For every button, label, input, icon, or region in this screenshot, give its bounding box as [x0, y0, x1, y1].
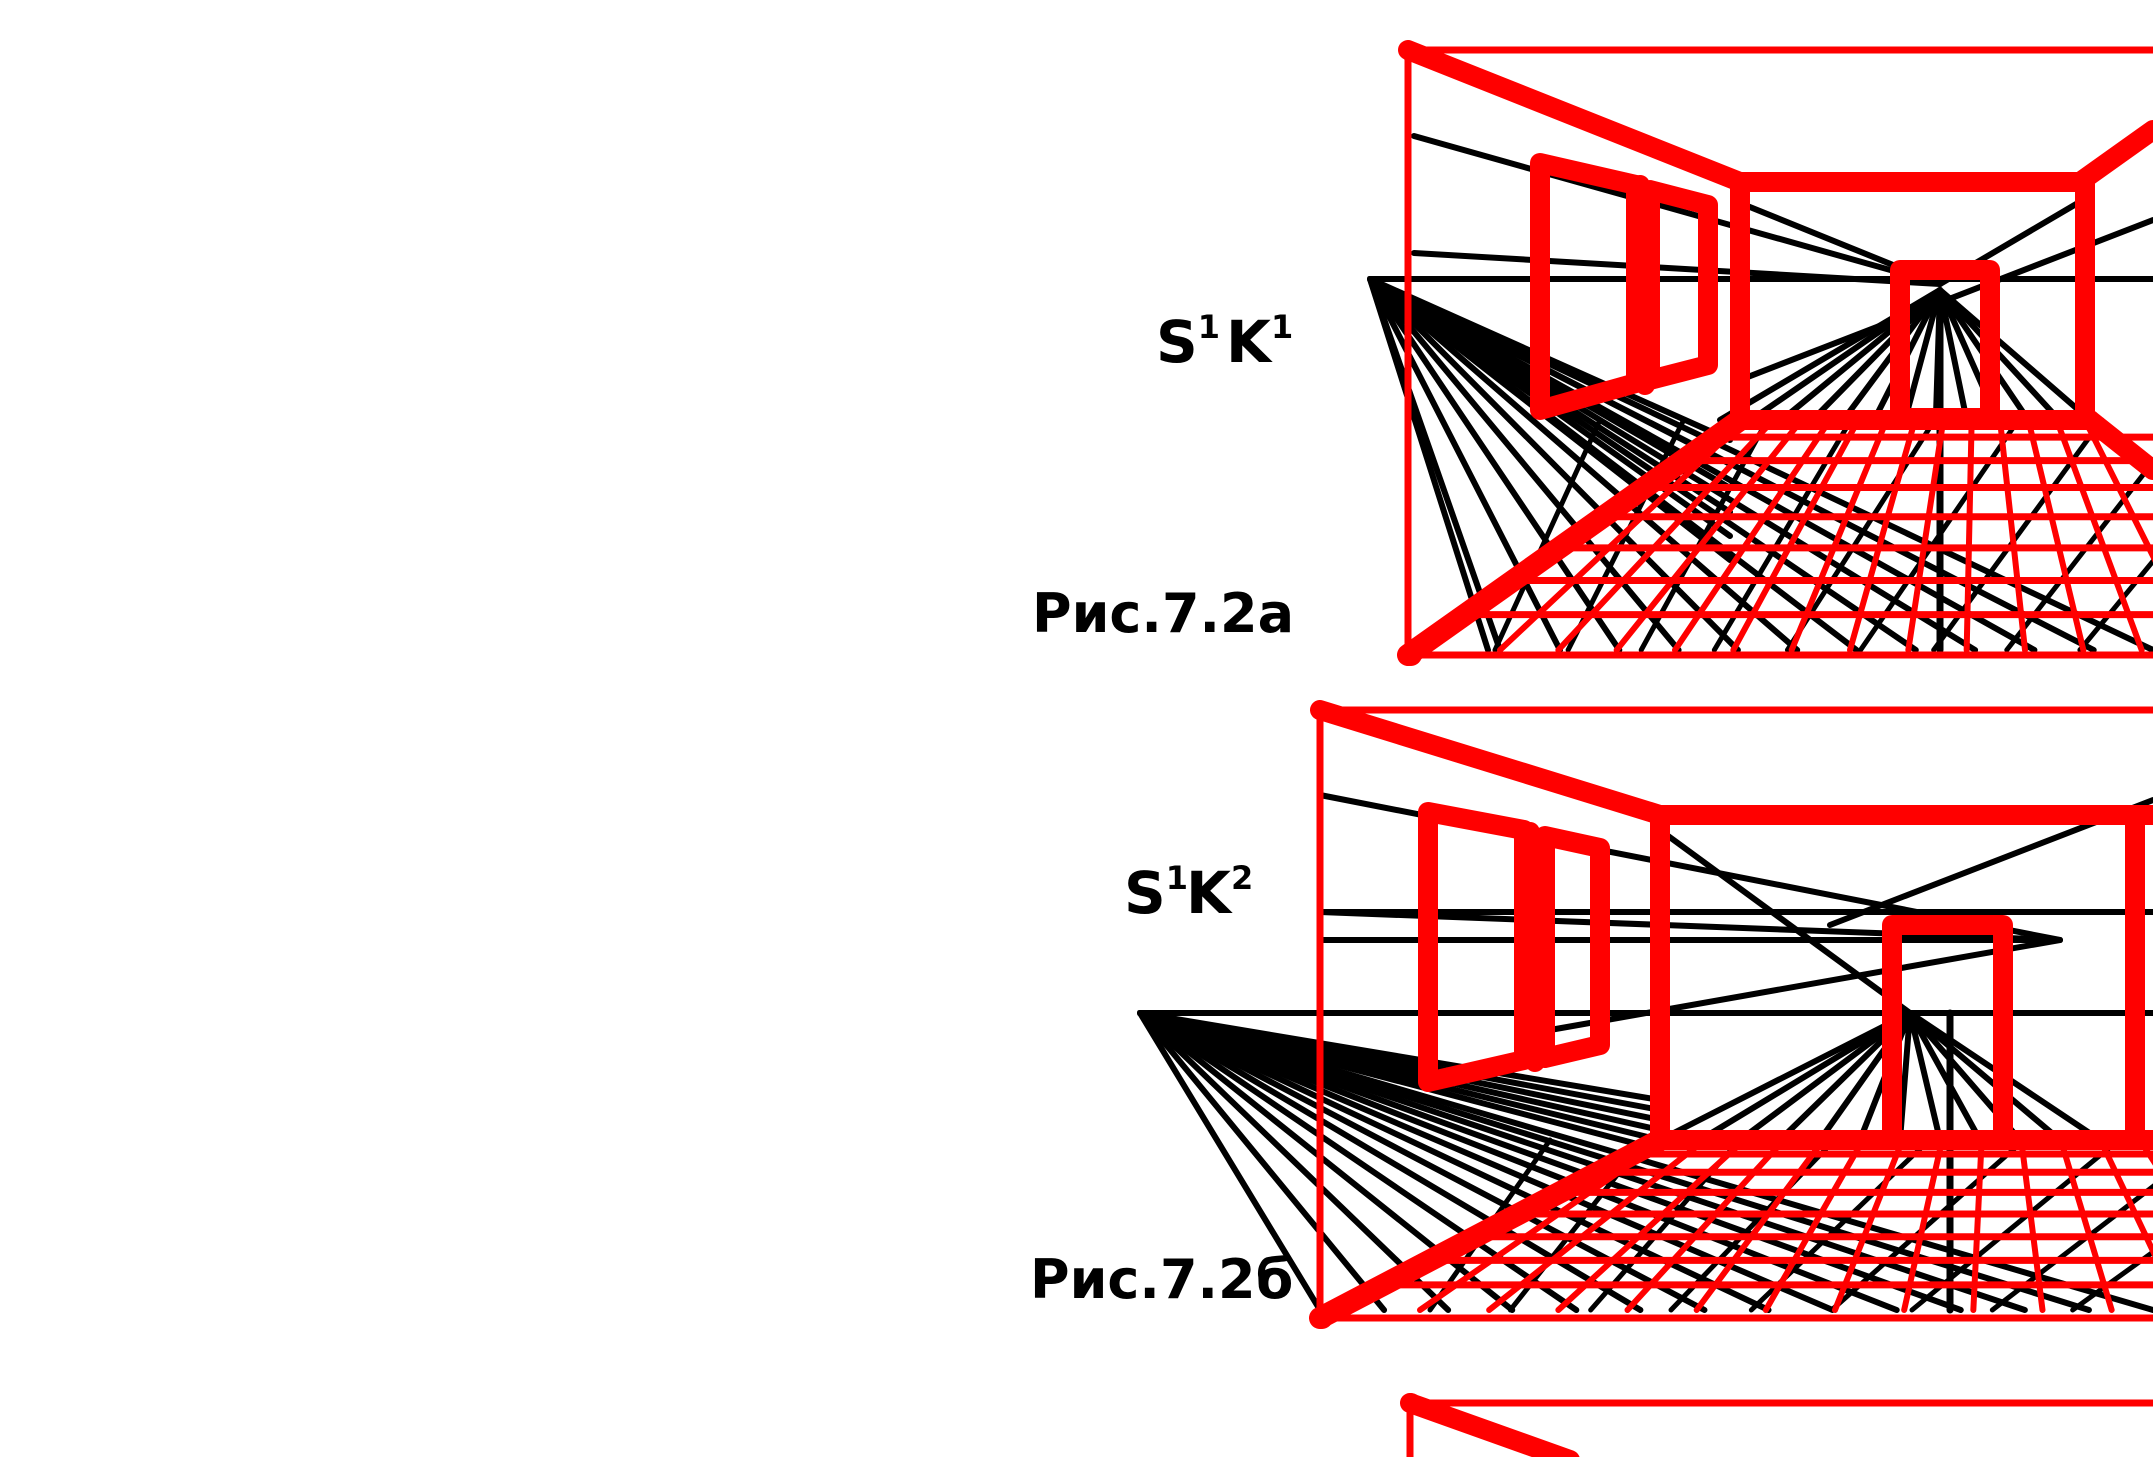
vanishing-ray [1937, 287, 2093, 423]
wall-line [1547, 937, 2063, 1033]
door-frame [1882, 915, 2013, 1150]
figure-caption: Рис.7.2а [1032, 582, 1294, 645]
floor-grid-col [1486, 1137, 1708, 1313]
wall-line [1317, 909, 2063, 943]
vanishing-ray [1778, 287, 1943, 423]
door-frame [1890, 260, 2000, 428]
floor-grid-col [1997, 417, 2028, 653]
floor-grid-col [2082, 417, 2153, 563]
construction-line [1137, 1010, 1452, 1313]
floor-grid-col [1624, 1137, 1787, 1313]
construction-line [1367, 276, 1801, 653]
corner-dot [1400, 644, 1422, 666]
window-frame [1535, 826, 1610, 1068]
floor-grid-col [1832, 1137, 1906, 1313]
construction-line [1367, 276, 1503, 653]
floor-grid-col [2053, 417, 2145, 653]
construction-line [1367, 276, 1682, 653]
floor-grid-col [1963, 417, 1975, 653]
construction-line [1137, 1010, 1388, 1313]
construction-line [1367, 276, 1563, 653]
notation-k: K2 [1186, 859, 1253, 927]
vanishing-ray [1907, 1010, 1983, 1143]
floor-grid-col [1613, 417, 1805, 653]
construction-line [1137, 1010, 1663, 1103]
vanishing-ray [1657, 1010, 1913, 1143]
ceiling-edge [1400, 1393, 1580, 1462]
floor-grid-col [1901, 1137, 1946, 1313]
floor-grid-col [2025, 417, 2087, 653]
vanishing-ray [1902, 287, 1943, 423]
wall-line [1411, 250, 1943, 287]
wall-line [1657, 827, 1913, 1016]
floor-grid-col [1693, 1137, 1827, 1313]
floor-grid-col [1970, 1137, 1985, 1313]
construction-line [1137, 1010, 1323, 1313]
figure-partial-bottom [1400, 1393, 2153, 1462]
vanishing-ray [1937, 287, 1970, 423]
construction-line [1367, 276, 2153, 653]
vanishing-ray [1907, 1010, 1943, 1143]
vanishing-ray [1809, 287, 1943, 423]
corner-dot [1311, 1307, 1333, 1329]
floor-grid-col [2097, 1137, 2153, 1259]
floor-grid-col [1730, 417, 1862, 653]
ceiling-edge-right [2070, 120, 2153, 192]
window-mullion [1520, 822, 1545, 1072]
corner-dot [1401, 1393, 1421, 1413]
room-interior [1397, 40, 2153, 666]
window-frame [1418, 802, 1534, 1092]
room-interior [1309, 700, 2153, 1329]
floor-grid-col [1417, 1137, 1668, 1313]
figure-7-2a: S1 K1 Рис.7.2а [1032, 40, 2153, 666]
floor-grid-col [2057, 1137, 2115, 1313]
vanishing-ray [1907, 1010, 2063, 1143]
window-mullion [1630, 175, 1655, 395]
floor-grid-col [2018, 1137, 2046, 1313]
corner-dot [1401, 42, 1421, 62]
ceiling-edge [1310, 700, 1670, 825]
construction-line [1367, 276, 1623, 653]
floor-grid-col [1788, 417, 1890, 653]
floor-grid-col [1847, 417, 1918, 653]
vanishing-ray [1697, 1010, 1913, 1143]
floor-grid-col [1555, 417, 1777, 653]
floor-grid-col [1497, 417, 1748, 653]
notation-s: S1 [1156, 308, 1220, 376]
floor-grid-col [1905, 417, 1947, 653]
figure-caption: Рис.7.2б [1030, 1248, 1293, 1311]
figure-7-2b: S1 K2 Рис.7.2б [1030, 700, 2153, 1329]
wall-line [1411, 133, 1943, 287]
floor-grid-col [1555, 1137, 1748, 1313]
corner-dot [1312, 701, 1332, 721]
notation-k: K1 [1226, 308, 1293, 376]
floor-grid-col [1672, 417, 1833, 653]
construction-line [1367, 276, 1733, 563]
vanishing-ray [1737, 1010, 1913, 1143]
notation-s: S1 [1124, 859, 1188, 927]
ceiling-edge [1398, 40, 1750, 192]
floor-grid-col [1762, 1137, 1866, 1313]
